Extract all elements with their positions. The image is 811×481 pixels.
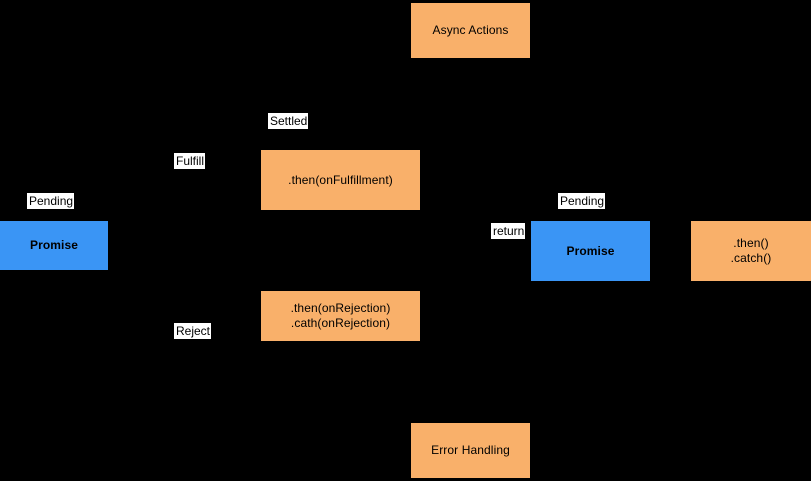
edge-label-pending-left: Pending [27,193,75,209]
edge-label-pending-right: Pending [558,193,606,209]
node-async-actions[interactable]: Async Actions [411,3,530,58]
node-then-on-fulfillment[interactable]: .then(onFulfillment) [261,150,420,210]
connector-rejection-down [470,316,471,424]
node-then-catch[interactable]: .then() .catch() [691,221,811,281]
node-async-actions-label: Async Actions [432,23,509,37]
connector-fulfill-branch-to-then-fulfillment [190,180,262,181]
connector-async-to-settled [470,58,471,121]
connector-rejection-horizontal [420,316,471,317]
connector-settled-to-fulfill [190,121,471,122]
connector-return-to-promise-right [500,251,532,252]
node-promise-right[interactable]: Promise [531,221,650,281]
connector-promise-left-to-reject [190,245,191,317]
node-then-label: .then() [733,236,769,250]
node-catch-on-rejection-label: .cath(onRejection) [290,316,391,330]
node-then-catch-on-rejection[interactable]: .then(onRejection) .cath(onRejection) [261,291,420,341]
node-promise-right-label: Promise [566,243,615,258]
node-error-handling[interactable]: Error Handling [411,423,530,478]
edge-label-return: return [491,223,526,239]
node-then-on-rejection-label: .then(onRejection) [290,301,391,315]
node-then-on-fulfillment-label: .then(onFulfillment) [288,172,393,187]
node-error-handling-label: Error Handling [431,443,510,457]
edge-label-settled: Settled [268,113,309,129]
node-promise-left[interactable]: Promise [0,221,108,270]
edge-label-reject: Reject [174,323,212,339]
connector-then-fulfillment-to-return [420,180,531,181]
connector-return-vertical [500,180,501,251]
connector-promise-left-to-then [108,245,191,246]
node-promise-left-label: Promise [29,238,79,252]
connector-fulfill-to-promise [190,121,191,246]
edge-label-fulfill: Fulfill [174,153,206,169]
node-catch-label: .catch() [730,251,772,265]
connector-promise-right-to-then-catch [650,251,692,252]
connector-reject-branch-to-then-rejection [190,316,262,317]
